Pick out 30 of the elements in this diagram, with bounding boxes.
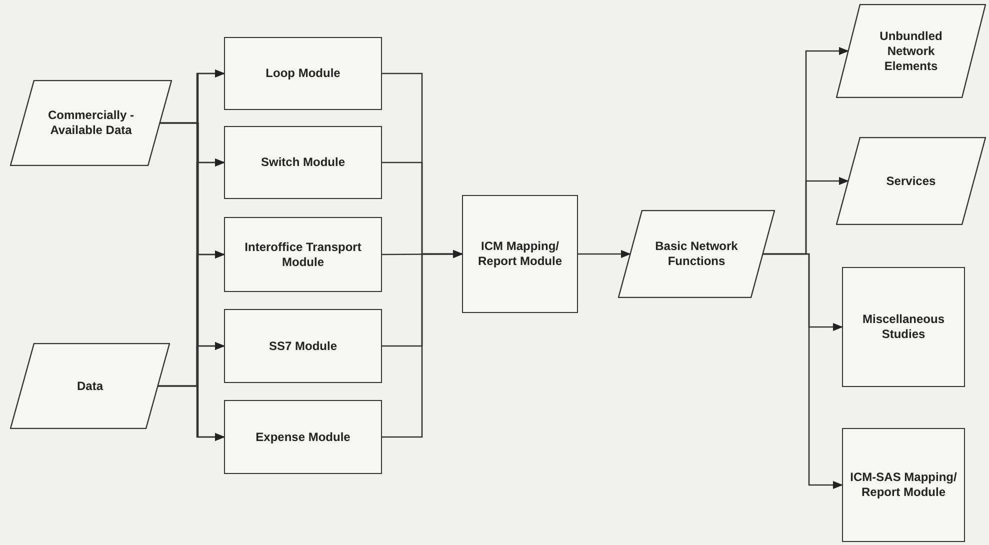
process-box bbox=[224, 126, 382, 199]
process-box bbox=[224, 309, 382, 383]
arrow bbox=[382, 250, 463, 438]
arrow bbox=[578, 250, 631, 258]
process-box bbox=[224, 37, 382, 110]
node-label: Unbundled Network Elements bbox=[878, 28, 944, 74]
node-label: SS7 Module bbox=[268, 338, 337, 354]
arrow bbox=[158, 385, 225, 441]
node-label: Services bbox=[886, 174, 936, 188]
node-label: ICM-SAS Mapping/ Report Module bbox=[849, 470, 958, 500]
node-label: Commercially -Available Data bbox=[46, 108, 136, 138]
process-box bbox=[842, 267, 965, 387]
data-parallelogram bbox=[618, 210, 775, 298]
process-box bbox=[842, 428, 965, 542]
process-box bbox=[224, 400, 382, 474]
data-parallelogram bbox=[836, 4, 986, 98]
data-parallelogram bbox=[10, 80, 172, 166]
process-box bbox=[462, 195, 578, 313]
node-label: Switch Module bbox=[261, 155, 345, 170]
node-label: Miscellaneous Studies bbox=[861, 312, 946, 342]
node-label: Interoffice Transport Module bbox=[244, 240, 362, 270]
node-label: Data bbox=[76, 378, 103, 394]
data-parallelogram bbox=[10, 343, 170, 429]
data-parallelogram bbox=[836, 137, 986, 225]
node-label: Loop Module bbox=[266, 66, 340, 81]
node-label: ICM Mapping/ Report Module bbox=[477, 239, 563, 269]
arrow bbox=[763, 253, 843, 489]
node-label: Basic Network Functions bbox=[654, 239, 739, 269]
node-label: Expense Module bbox=[256, 430, 350, 444]
process-box bbox=[224, 217, 382, 292]
